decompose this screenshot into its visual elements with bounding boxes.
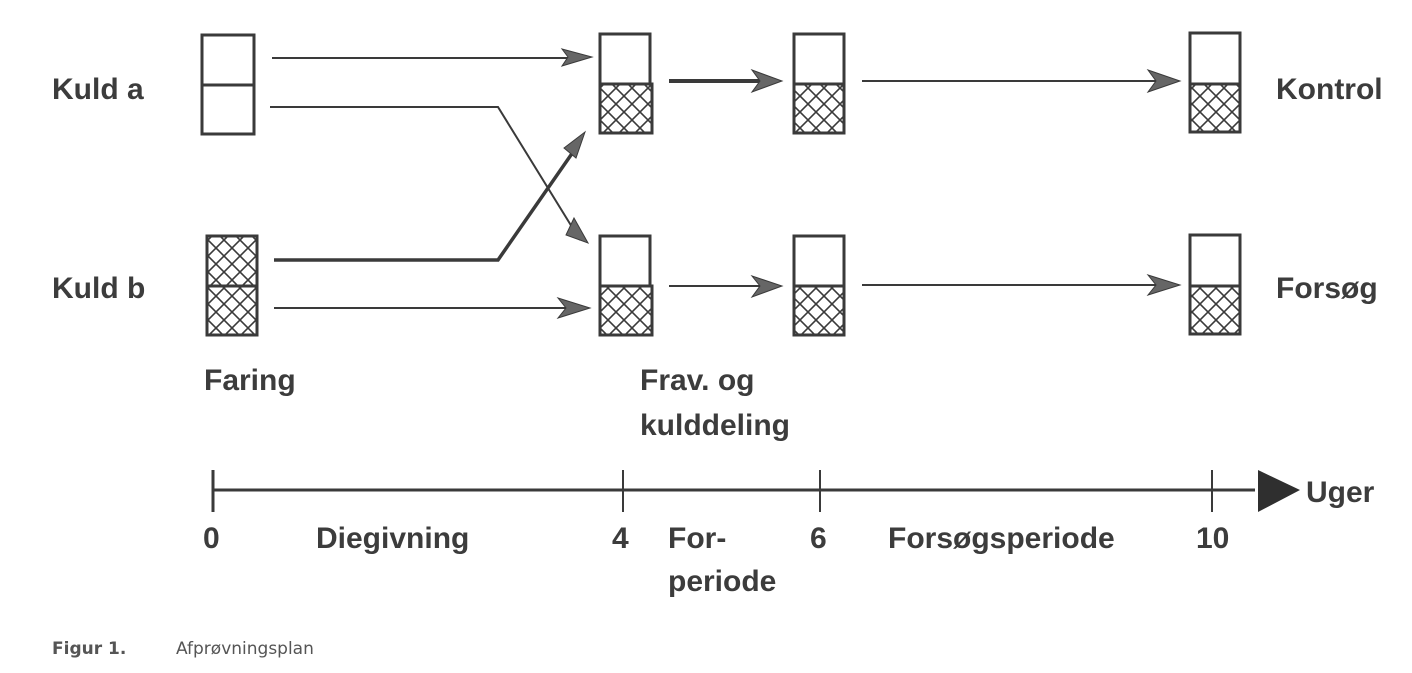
control-label: Kontrol [1276,73,1383,106]
trial-pen-week4 [598,234,654,337]
period-nursing-label: Diegivning [316,522,469,555]
axis-arrowhead-icon [1258,470,1300,512]
arrow-litter-b-to-control [274,130,587,262]
period-pre-label-line2: periode [668,565,776,598]
arrow-trial-week4-to-week6 [669,274,784,299]
arrow-trial-week6-to-week10 [862,274,1182,296]
farrowing-label: Faring [204,364,296,397]
litter-a-label: Kuld a [52,73,144,106]
tick-label-6: 6 [810,522,827,555]
control-pen-week6 [792,32,846,135]
timeline-axis [211,470,1300,512]
arrow-control-week6-to-week10 [862,69,1182,93]
arrow-litter-a-to-trial [270,106,590,244]
weaning-label-line2: kulddeling [640,409,790,442]
weaning-label-line1: Frav. og [640,364,754,397]
figure-caption-text: Afprøvningsplan [176,639,314,659]
trial-label: Forsøg [1276,272,1378,305]
litter-b-pen [205,234,259,337]
figure-caption-label: Figur 1. [52,639,126,659]
arrow-control-week4-to-week6 [669,68,784,94]
tick-label-10: 10 [1196,522,1229,555]
litter-b-label: Kuld b [52,272,145,305]
trial-pen-week6 [792,234,846,337]
tick-label-4: 4 [612,522,629,555]
arrow-litter-b-to-trial [274,297,592,319]
arrow-litter-a-to-control [272,48,594,67]
trial-pen-week10 [1188,233,1242,336]
period-trial-label: Forsøgsperiode [888,522,1115,555]
tick-label-0: 0 [203,522,220,555]
control-pen-week4 [598,32,654,135]
timeline-unit-label: Uger [1306,476,1375,509]
period-pre-label-line1: For- [668,522,726,555]
litter-a-pen [200,33,256,136]
control-pen-week10 [1188,31,1242,134]
